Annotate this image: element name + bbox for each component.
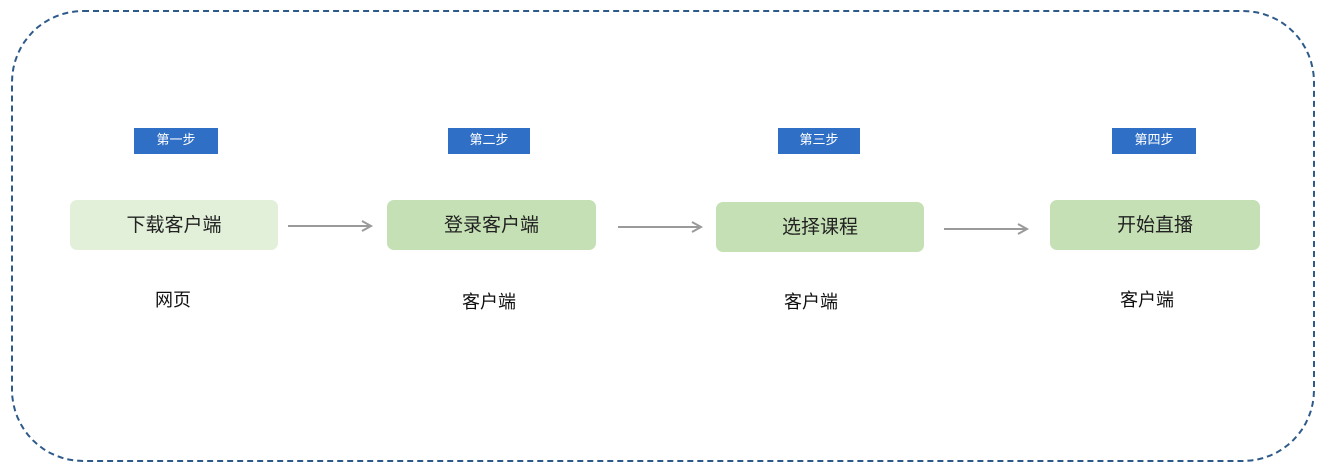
- arrow-right-icon: [288, 220, 374, 232]
- step-badge-3: 第三步: [778, 128, 860, 154]
- step-box-start-live: 开始直播: [1050, 200, 1260, 250]
- step-box-download-client: 下载客户端: [70, 200, 278, 250]
- step-caption-4: 客户端: [1120, 290, 1174, 311]
- step-caption-1: 网页: [155, 290, 191, 311]
- step-box-select-course: 选择课程: [716, 202, 924, 252]
- step-badge-2: 第二步: [448, 128, 530, 154]
- arrow-right-icon: [944, 223, 1030, 235]
- process-container: [11, 10, 1315, 462]
- step-badge-4: 第四步: [1112, 128, 1196, 154]
- step-caption-3: 客户端: [784, 292, 838, 313]
- step-caption-2: 客户端: [462, 292, 516, 313]
- arrow-right-icon: [618, 221, 704, 233]
- step-box-login-client: 登录客户端: [387, 200, 596, 250]
- step-badge-1: 第一步: [134, 128, 218, 154]
